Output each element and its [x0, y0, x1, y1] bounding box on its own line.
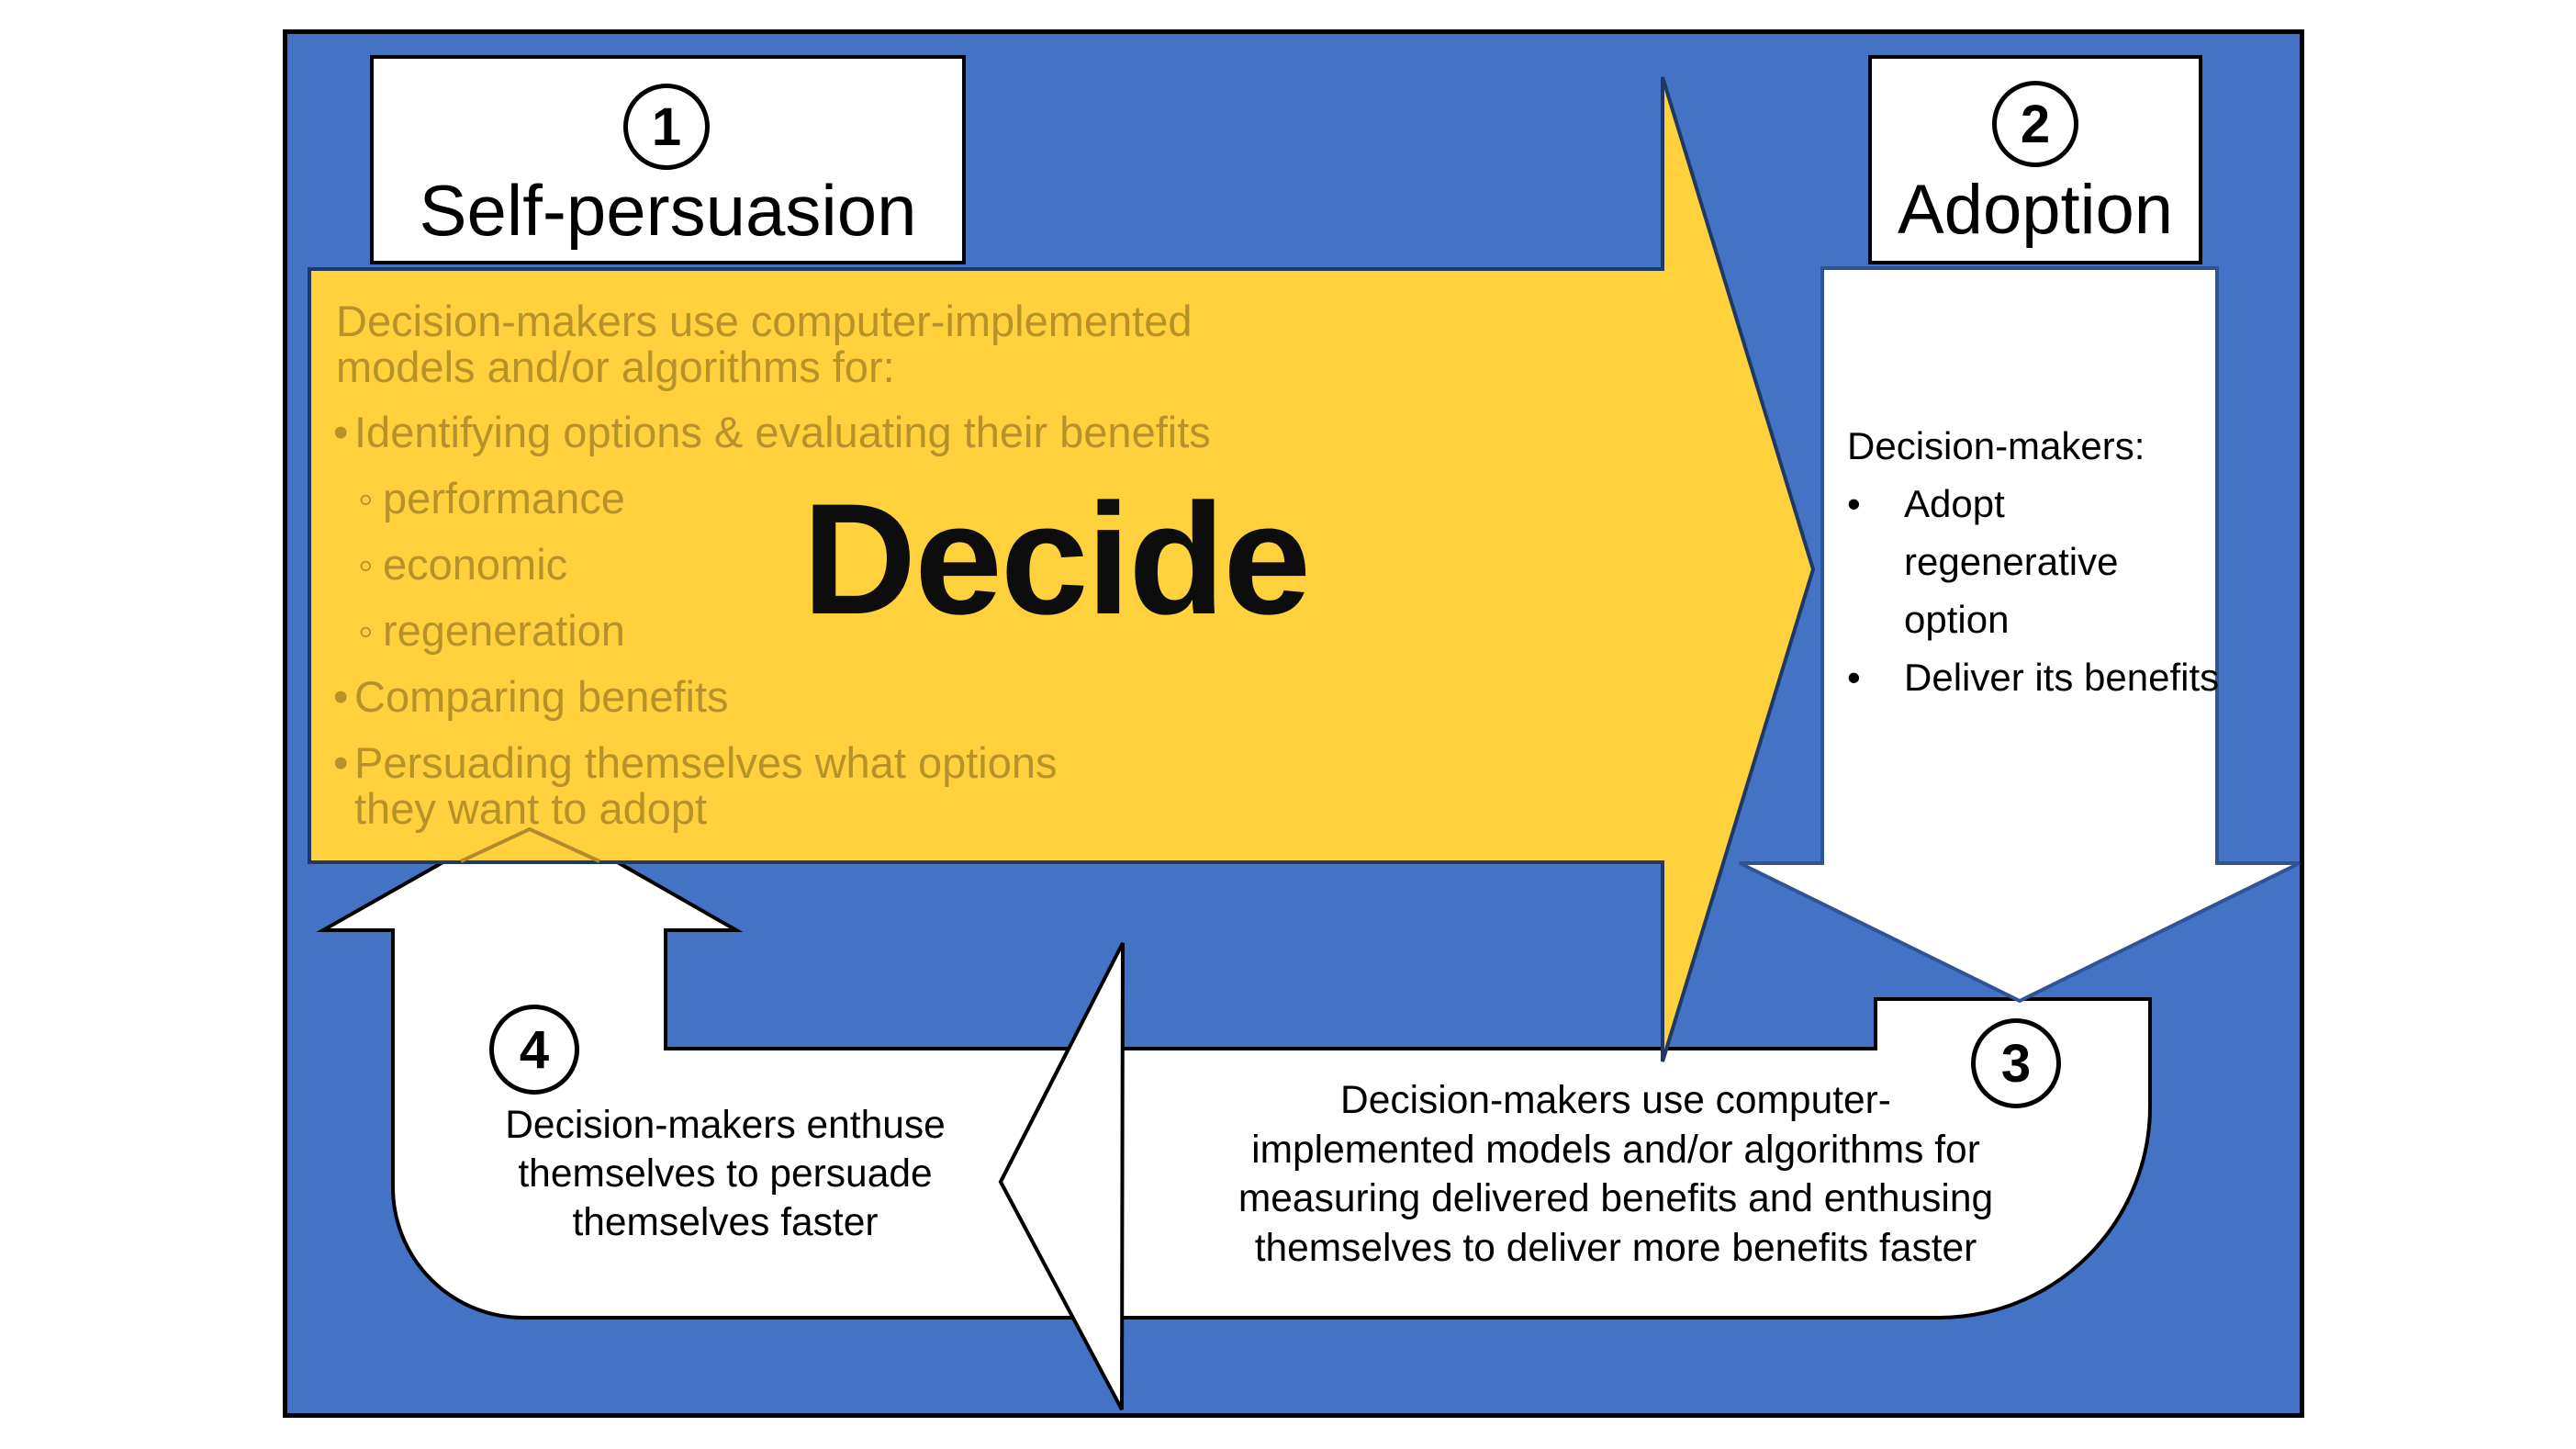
bullet-icon: •	[1847, 482, 1861, 525]
decide-arrow	[308, 76, 1816, 1062]
adoption-heading: Decision-makers:	[1847, 424, 2145, 467]
stage1-number-badge: 1	[623, 84, 710, 170]
decide-bullet-2-text: Comparing benefits	[354, 672, 729, 721]
measure-arrow-text: Decision-makers use computer- implemente…	[1157, 1076, 2075, 1273]
bullet-icon: •	[333, 738, 349, 787]
stage1-number: 1	[651, 96, 682, 157]
measure-line-4: themselves to deliver more benefits fast…	[1254, 1226, 1977, 1270]
enthuse-line-1: Decision-makers enthuse	[505, 1104, 946, 1147]
adoption-down-arrow	[1739, 266, 2301, 1004]
return-arrowhead	[998, 942, 1125, 1410]
stage1-title: Self-persuasion	[419, 170, 917, 251]
decide-subbullet-2: ◦economic	[358, 542, 567, 588]
circle-bullet-icon: ◦	[358, 540, 374, 589]
enthuse-arrow-text: Decision-makers enthuse themselves to pe…	[468, 1101, 982, 1247]
stage4-number: 4	[519, 1019, 550, 1080]
enthuse-line-2: themselves to persuade	[518, 1152, 933, 1196]
adoption-bullet-2-text: Deliver its benefits	[1904, 656, 2220, 699]
stage3-number-badge: 3	[1971, 1018, 2061, 1108]
decide-bullet-3: •Persuading themselves what options	[333, 740, 1058, 786]
decide-subbullet-3-text: regeneration	[383, 606, 625, 655]
decide-subbullet-3: ◦regeneration	[358, 608, 625, 654]
decide-bullet-3-text: Persuading themselves what options	[354, 738, 1058, 787]
enthuse-line-3: themselves faster	[572, 1201, 879, 1244]
adoption-bullet-2: • Deliver its benefits	[1847, 648, 2233, 706]
circle-bullet-icon: ◦	[358, 606, 374, 655]
measure-line-2: implemented models and/or algorithms for	[1251, 1128, 1980, 1172]
decide-subbullet-1: ◦performance	[358, 476, 625, 522]
decide-bullet-1-text: Identifying options & evaluating their b…	[354, 408, 1211, 456]
stage3-number: 3	[2000, 1033, 2032, 1094]
adoption-arrow-text: Decision-makers: • Adopt regenerative op…	[1847, 417, 2233, 706]
decide-intro-line1: Decision-makers use computer-implemented	[336, 297, 1193, 345]
adoption-bullet-1-text: Adopt regenerative option	[1904, 482, 2119, 641]
decide-bullet-1: •Identifying options & evaluating their …	[333, 410, 1211, 455]
stage2-number: 2	[2020, 94, 2051, 154]
bullet-icon: •	[333, 672, 349, 721]
decide-bullet-3-wrap: they want to adopt	[354, 784, 708, 833]
circle-bullet-icon: ◦	[358, 474, 374, 522]
decide-bullet-2: •Comparing benefits	[333, 674, 729, 720]
measure-line-1: Decision-makers use computer-	[1340, 1079, 1891, 1122]
return-band	[1066, 997, 2152, 1320]
decide-intro-line2: models and/or algorithms for:	[336, 343, 895, 391]
decide-label: Decide	[801, 471, 1311, 647]
stage2-title: Adoption	[1897, 171, 2174, 249]
measure-line-3: measuring delivered benefits and enthusi…	[1238, 1177, 1994, 1220]
bullet-icon: •	[333, 408, 349, 456]
bullet-icon: •	[1847, 656, 1861, 699]
stage4-number-badge: 4	[489, 1005, 579, 1095]
up-arrow-notch-line	[460, 826, 600, 863]
stage2-number-badge: 2	[1992, 81, 2078, 167]
decide-subbullet-2-text: economic	[383, 540, 568, 589]
adoption-bullet-1: • Adopt regenerative option	[1847, 475, 2233, 648]
decide-subbullet-1-text: performance	[383, 474, 625, 522]
